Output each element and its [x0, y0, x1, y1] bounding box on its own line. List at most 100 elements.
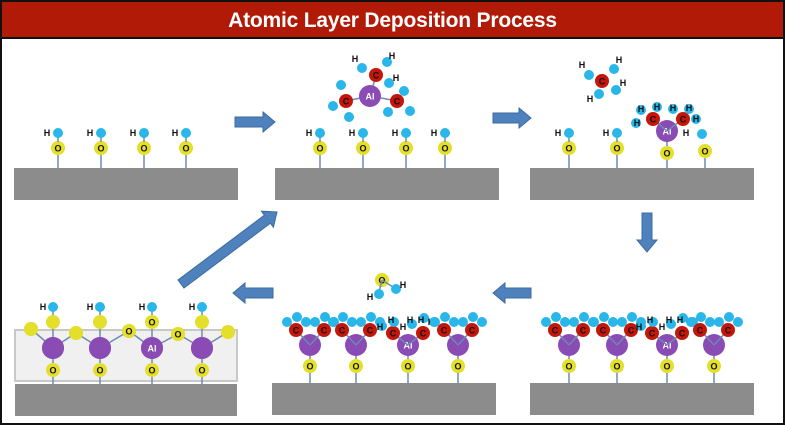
hydrogen-atom — [564, 128, 574, 138]
carbon-atom-label: C — [725, 325, 732, 335]
carbon-atom — [675, 326, 689, 340]
oxygen-atom — [610, 141, 624, 155]
atom-label: H — [616, 55, 623, 65]
hydrogen-atom — [328, 317, 338, 327]
arrow-step6-to-step2 — [177, 210, 278, 289]
hydrogen-atom — [627, 312, 637, 322]
oxygen-atom-label: O — [198, 365, 205, 375]
hydrogen-atom — [449, 317, 459, 327]
oxygen-atom — [356, 141, 370, 155]
hydrogen-atom — [668, 104, 678, 114]
carbon-atom-label: C — [697, 325, 704, 335]
carbon-atom — [416, 326, 430, 340]
carbon-atom-label: C — [679, 328, 686, 338]
oxygen-atom — [610, 359, 624, 373]
hydrogen-atom — [551, 312, 561, 322]
carbon-atom — [624, 323, 638, 337]
arrow-step5-to-step6 — [232, 281, 274, 305]
oxygen-atom — [349, 359, 363, 373]
hydrogen-atom — [391, 284, 401, 294]
carbon-atom-label: C — [649, 328, 656, 338]
hydrogen-atom — [419, 313, 429, 323]
oxygen-atom — [660, 146, 674, 160]
hydrogen-atom — [347, 317, 357, 327]
process-arrows — [177, 106, 659, 305]
hydrogen-atom — [382, 57, 392, 67]
arrow-step2-to-step3 — [492, 106, 532, 130]
hydrogen-atom — [733, 317, 743, 327]
aluminum-atom — [191, 337, 213, 359]
aluminum-atom — [89, 337, 111, 359]
hydrogen-atom — [310, 317, 320, 327]
atom-label: H — [659, 322, 666, 332]
carbon-atom-label: C — [552, 325, 559, 335]
hydrogen-atom — [48, 302, 58, 312]
hydrogen-atom — [384, 78, 394, 88]
oxygen-atom-label: O — [710, 361, 717, 371]
atom-label: H — [620, 78, 627, 88]
atom-label: H — [389, 51, 396, 61]
carbon-atom-label: C — [599, 76, 606, 86]
atom-label: H — [367, 292, 374, 302]
hydrogen-atom — [608, 317, 618, 327]
panel-saturated-methyl-surface: OCCOCCOAlCCHHHHHHOCC — [530, 312, 754, 415]
hydrogen-atom — [684, 104, 694, 114]
panel-water-pulse: OCCOCCOAlCCHHHHHHOCCOHH — [272, 273, 496, 415]
atom-label: H — [638, 104, 645, 114]
oxygen-atom — [46, 363, 60, 377]
atom-label: H — [683, 128, 690, 138]
carbon-atom-label: C — [628, 325, 635, 335]
hydrogen-label: H — [87, 128, 94, 138]
oxygen-atom-label: O — [352, 361, 359, 371]
panel-alumina-layer: OHOHOAlOHOHOOAlOO — [14, 302, 238, 416]
atom-label: H — [87, 302, 94, 312]
oxygen-atom-label: O — [359, 143, 366, 153]
hydrogen-label: H — [306, 128, 313, 138]
carbon-atom — [386, 326, 400, 340]
atom-label: H — [400, 280, 407, 290]
carbon-atom-label: C — [394, 96, 401, 106]
carbon-atom-label: C — [580, 325, 587, 335]
carbon-atom — [369, 68, 383, 82]
hydrogen-atom — [292, 312, 302, 322]
hydrogen-atom — [648, 317, 658, 327]
hydrogen-atom — [315, 128, 325, 138]
hydrogen-label: H — [44, 128, 51, 138]
hydrogen-atom — [652, 102, 662, 112]
oxygen-atom — [401, 359, 415, 373]
carbon-atom — [317, 323, 331, 337]
hydrogen-atom — [356, 317, 366, 327]
hydrogen-atom — [468, 312, 478, 322]
hydrogen-atom — [440, 128, 450, 138]
oxygen-atom — [698, 144, 712, 158]
hydrogen-atom — [96, 128, 106, 138]
hydrogen-label: H — [349, 128, 356, 138]
atom-label: H — [352, 54, 359, 64]
atom-label: H — [670, 103, 677, 113]
carbon-atom-label: C — [373, 70, 380, 80]
oxygen-atom — [179, 141, 193, 155]
substrate — [530, 383, 754, 415]
carbon-atom-label: C — [680, 114, 687, 124]
oxygen-atom-label: O — [404, 361, 411, 371]
oxygen-atom-label: O — [565, 361, 572, 371]
carbon-atom — [335, 323, 349, 337]
oxygen-atom — [195, 315, 209, 329]
oxygen-atom-label: O — [182, 143, 189, 153]
oxygen-atom — [303, 359, 317, 373]
carbon-atom — [676, 112, 690, 126]
hydrogen-atom — [666, 319, 676, 329]
atom-label: H — [400, 322, 407, 332]
hydrogen-atom — [691, 114, 701, 124]
hydrogen-label: H — [130, 128, 137, 138]
hydrogen-atom — [477, 317, 487, 327]
oxygen-atom — [313, 141, 327, 155]
oxygen-atom-label: O — [96, 365, 103, 375]
carbon-atom-label: C — [321, 325, 328, 335]
hydrogen-atom — [181, 128, 191, 138]
atom-label: H — [636, 322, 643, 332]
hydrogen-atom — [401, 128, 411, 138]
bridging-oxygen-atom-label: O — [125, 326, 132, 336]
